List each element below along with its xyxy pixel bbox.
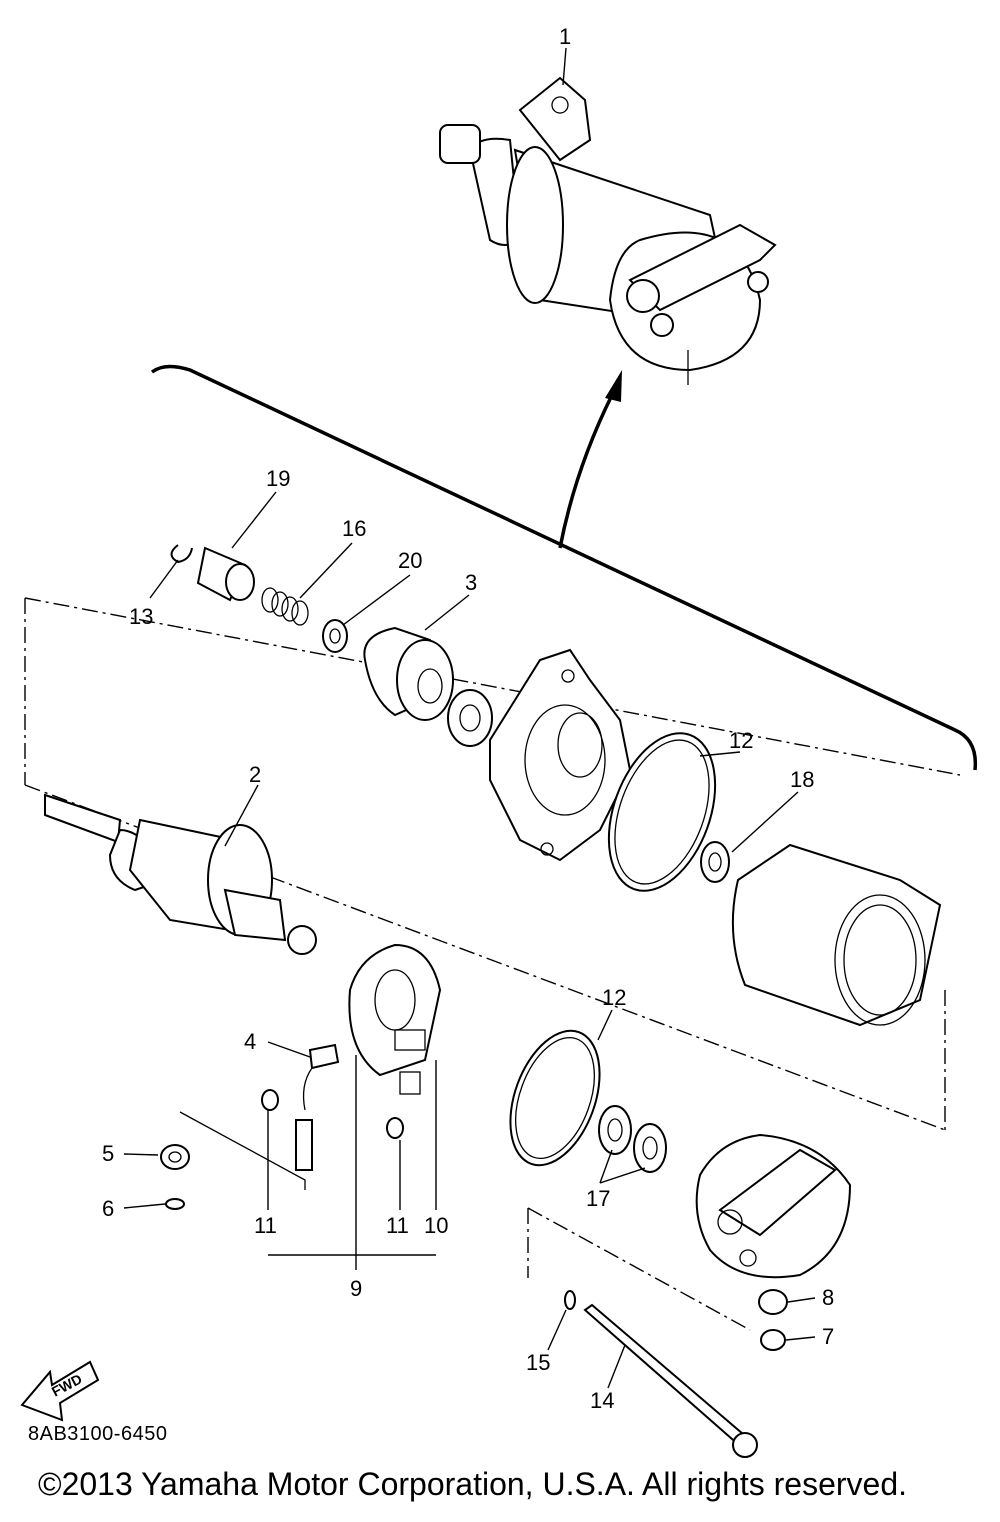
washer-18 bbox=[700, 841, 730, 883]
clutch-gear-3 bbox=[363, 626, 454, 721]
part-label-11a: 11 bbox=[254, 1213, 277, 1238]
bolt-14 bbox=[583, 1303, 758, 1458]
part-label-12a: 12 bbox=[729, 728, 753, 753]
part-label-1: 1 bbox=[559, 24, 571, 49]
part-label-19: 19 bbox=[266, 466, 290, 491]
fwd-arrow-icon: FWD bbox=[20, 1360, 100, 1422]
washer-3b bbox=[447, 689, 493, 747]
copyright-notice: ©2013 Yamaha Motor Corporation, U.S.A. A… bbox=[38, 1466, 908, 1502]
group-bracket bbox=[150, 364, 978, 771]
part-number-labels: 1 2 3 4 5 6 7 8 9 10 11 11 12 12 13 14 1… bbox=[102, 24, 834, 1413]
starter-motor-assembly bbox=[439, 76, 777, 385]
part-label-5: 5 bbox=[102, 1141, 114, 1166]
part-label-18: 18 bbox=[790, 767, 814, 792]
arrow-head bbox=[605, 370, 622, 402]
part-label-6: 6 bbox=[102, 1196, 114, 1221]
spring-16 bbox=[261, 587, 309, 626]
assembly-arrow bbox=[558, 394, 614, 549]
bolt-left bbox=[295, 1119, 313, 1171]
leader-lines bbox=[123, 47, 816, 1389]
part-label-16: 16 bbox=[342, 516, 366, 541]
drawing-code: 8AB3100-6450 bbox=[28, 1423, 168, 1445]
part-label-17: 17 bbox=[586, 1186, 610, 1211]
part-label-13: 13 bbox=[129, 604, 153, 629]
part-label-10: 10 bbox=[424, 1213, 448, 1238]
o-ring-15 bbox=[564, 1290, 576, 1310]
yoke bbox=[731, 843, 942, 1027]
circlip-13 bbox=[170, 544, 193, 564]
spring-washer-11b bbox=[386, 1117, 404, 1139]
brush-4 bbox=[302, 1043, 340, 1111]
washers-17 bbox=[598, 1105, 667, 1173]
part-label-3: 3 bbox=[465, 570, 477, 595]
collar-19 bbox=[196, 546, 255, 602]
nut-5 bbox=[160, 1144, 190, 1170]
part-label-20: 20 bbox=[398, 548, 422, 573]
o-ring-6 bbox=[165, 1198, 185, 1210]
part-label-9: 9 bbox=[350, 1276, 362, 1301]
part-label-2: 2 bbox=[249, 762, 261, 787]
part-label-12b: 12 bbox=[602, 985, 626, 1010]
spring-washer-11a bbox=[261, 1089, 279, 1111]
part-label-4: 4 bbox=[244, 1029, 256, 1054]
rear-cover bbox=[695, 1133, 852, 1279]
brush-plate-9 bbox=[348, 943, 442, 1095]
washer-20 bbox=[322, 619, 348, 653]
part-label-15: 15 bbox=[526, 1350, 550, 1375]
o-ring-12-bottom bbox=[509, 1029, 601, 1167]
nut-7 bbox=[760, 1329, 786, 1351]
part-label-8: 8 bbox=[822, 1285, 834, 1310]
part-label-7: 7 bbox=[822, 1324, 834, 1349]
armature-2 bbox=[44, 793, 317, 955]
o-ring-12-top bbox=[607, 732, 717, 892]
part-label-14: 14 bbox=[590, 1388, 614, 1413]
part-label-11b: 11 bbox=[386, 1213, 409, 1238]
nut-8 bbox=[758, 1289, 788, 1315]
